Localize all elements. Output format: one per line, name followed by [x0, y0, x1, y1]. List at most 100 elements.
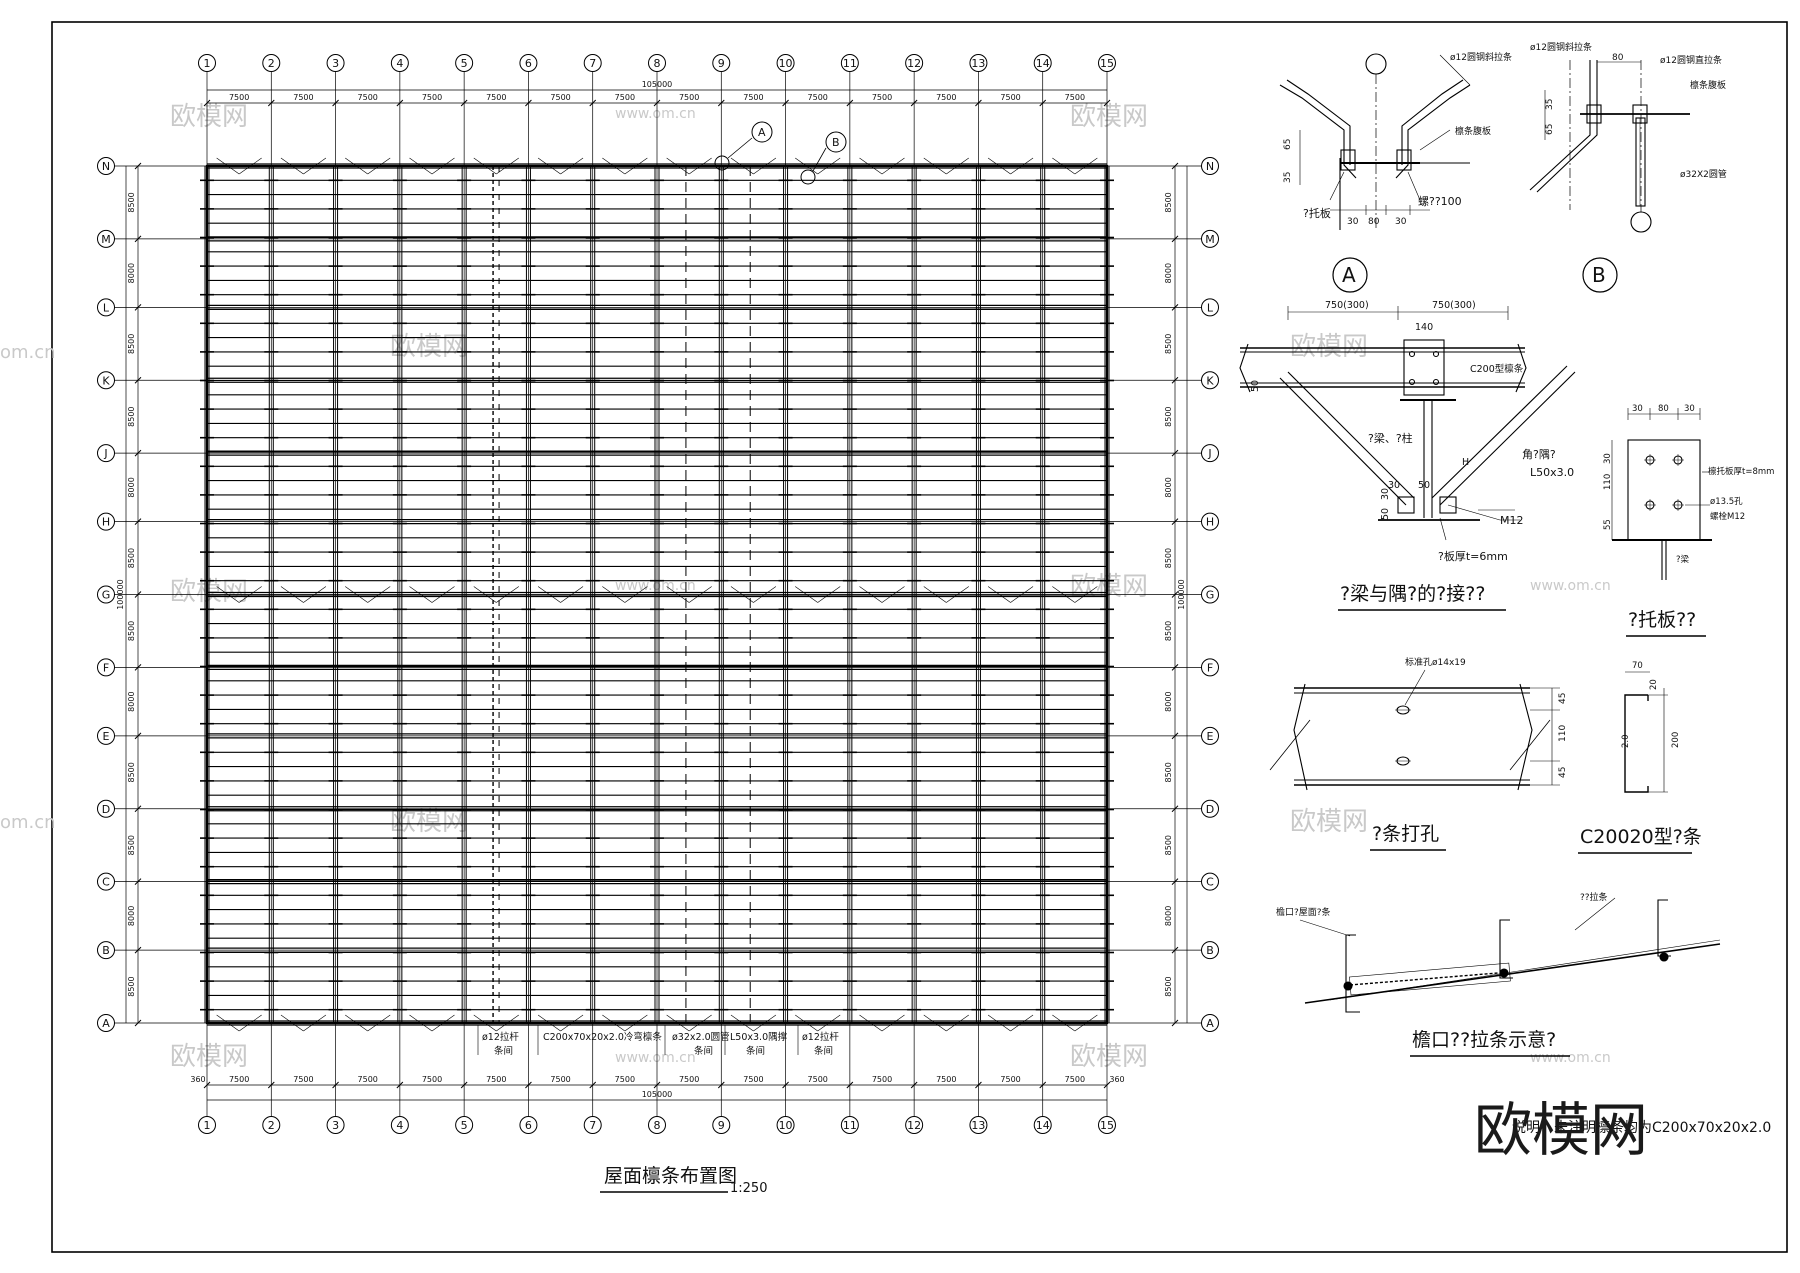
knee-brace-mark: [496, 586, 519, 603]
grid-column-label: 11: [843, 1119, 857, 1132]
dimension-tick: [134, 663, 142, 671]
detail-hole: [1269, 669, 1560, 791]
knee-brace-mark: [624, 157, 648, 175]
dim-30: 30: [1603, 453, 1613, 464]
knee-brace-mark: [1074, 586, 1098, 603]
dim-50: 50: [1250, 380, 1261, 392]
dimension-text: 8500: [1164, 406, 1173, 426]
grid-column-bubble: [198, 1116, 216, 1134]
grid-column-bubble: [390, 1116, 409, 1134]
grid-row-bubble: [97, 371, 115, 390]
dimension-edge: 360: [1109, 1075, 1124, 1084]
grid-row-label: L: [103, 301, 110, 314]
knee-brace-mark: [238, 1014, 262, 1032]
label-tie-rod-1: ø12拉杆: [482, 1031, 519, 1043]
dimension-tick: [1103, 1081, 1111, 1089]
grid-column-bubble: [326, 1116, 345, 1134]
grid-column-bubble: [648, 54, 666, 72]
grid-row-label: F: [103, 661, 109, 674]
dim-70: 70: [1632, 661, 1643, 671]
dimension-text: 8000: [1164, 906, 1173, 926]
dimension-tick: [134, 732, 142, 740]
grid-column-label: 6: [525, 57, 532, 70]
knee-brace-mark: [795, 157, 818, 175]
grid-row-bubble: [1201, 512, 1219, 531]
dimension-tick: [134, 304, 142, 311]
knee-brace-mark: [730, 586, 754, 603]
grid-row-label: B: [1206, 944, 1214, 957]
dimension-text: 7500: [229, 93, 249, 102]
grid-row-bubble: [97, 585, 115, 604]
detail-section-text: 70 20 200 2.0: [1621, 661, 1681, 748]
knee-brace-mark: [409, 586, 433, 603]
grid-column-label: 7: [589, 1119, 596, 1132]
grid-row-label: K: [102, 374, 110, 387]
grid-column-label: 12: [907, 57, 921, 70]
plan-scale: 1:250: [730, 1181, 767, 1196]
dimension-text: 7500: [679, 1075, 699, 1084]
dimension-tick: [717, 99, 725, 107]
grid-column-bubble: [262, 54, 281, 72]
grid-column-bubble: [519, 1116, 538, 1134]
detail-b-mark: B: [1582, 257, 1618, 293]
grid-row-label: M: [1205, 233, 1215, 246]
grid-column-bubble: [583, 1116, 602, 1134]
dimension-text: 7500: [293, 1075, 313, 1084]
knee-brace-mark: [859, 157, 883, 175]
knee-brace-mark: [923, 1014, 947, 1032]
dim-30: 30: [1395, 217, 1407, 227]
brace-angle-label: 角?隅?: [1522, 448, 1556, 461]
grid-row-label: G: [1206, 589, 1215, 602]
detail-eave-title-block: 檐口??拉条示意?: [1410, 1029, 1570, 1057]
grid-row-bubble: [1201, 585, 1219, 604]
callout-b-label: B: [832, 136, 840, 149]
knee-brace-mark: [345, 1014, 368, 1032]
grid-row-label: L: [1207, 301, 1214, 314]
grid-column-label: 13: [971, 1119, 985, 1132]
dimension-text: 7500: [808, 93, 828, 102]
detail-b-tube-label: ø32X2圆管: [1680, 168, 1727, 180]
knee-brace-mark: [881, 157, 905, 175]
dimension-text: 8500: [127, 192, 136, 212]
detail-b-rod1-label: ø12圆钢斜拉条: [1530, 41, 1592, 53]
dimension-text: 8500: [127, 548, 136, 568]
knee-brace-mark: [473, 157, 497, 175]
grid-column-bubble: [712, 1116, 731, 1134]
grid-row-label: N: [1206, 160, 1214, 173]
grid-column-bubble: [455, 1116, 474, 1134]
detail-plate-text: 30 80 30 30 110 55 檩托板厚t=8mm ø13.5孔 螺栓M1…: [1603, 404, 1774, 565]
dimension-text: 8500: [1164, 835, 1173, 855]
detail-b-rod2-label: ø12圆钢直拉条: [1660, 54, 1722, 66]
grid-row-bubble: [97, 726, 115, 745]
grid-column-bubble: [455, 54, 474, 72]
detail-section: [1624, 671, 1668, 793]
detail-brace-title-block: ?梁与隅?的?接??: [1338, 583, 1506, 611]
plate-bolt-label: 螺栓M12: [1710, 511, 1745, 522]
dimension-text: 7500: [550, 93, 570, 102]
grid-column-bubble: [262, 1116, 281, 1134]
dimension-text: 8500: [1164, 762, 1173, 782]
grid-column-bubble: [648, 1116, 666, 1134]
grid-column-label: 13: [971, 57, 985, 70]
dim-65: 65: [1545, 124, 1555, 135]
knee-brace-mark: [560, 586, 584, 603]
dimension-total: 105000: [642, 1090, 673, 1099]
dimension-tick: [782, 99, 789, 107]
dimension-tick: [975, 99, 982, 107]
knee-brace-mark: [987, 1014, 1011, 1032]
knee-brace-mark: [923, 586, 947, 603]
grid-row-bubble: [1201, 157, 1219, 175]
knee-brace-mark: [238, 586, 262, 603]
knee-brace-mark: [496, 157, 519, 175]
brace-dim-left: 750(300): [1325, 300, 1369, 311]
watermark-edge-url: om.cn: [0, 812, 56, 833]
dim-80: 80: [1368, 217, 1380, 227]
dimension-text: 7500: [1000, 1075, 1020, 1084]
dimension-tick: [1039, 99, 1047, 107]
dimension-tick: [910, 99, 918, 107]
dimension-text: 8500: [1164, 548, 1173, 568]
knee-brace-mark: [624, 1014, 648, 1032]
dimension-tick: [846, 1081, 854, 1089]
dimension-tick: [1171, 946, 1179, 954]
dimension-text: 7500: [229, 1075, 249, 1084]
